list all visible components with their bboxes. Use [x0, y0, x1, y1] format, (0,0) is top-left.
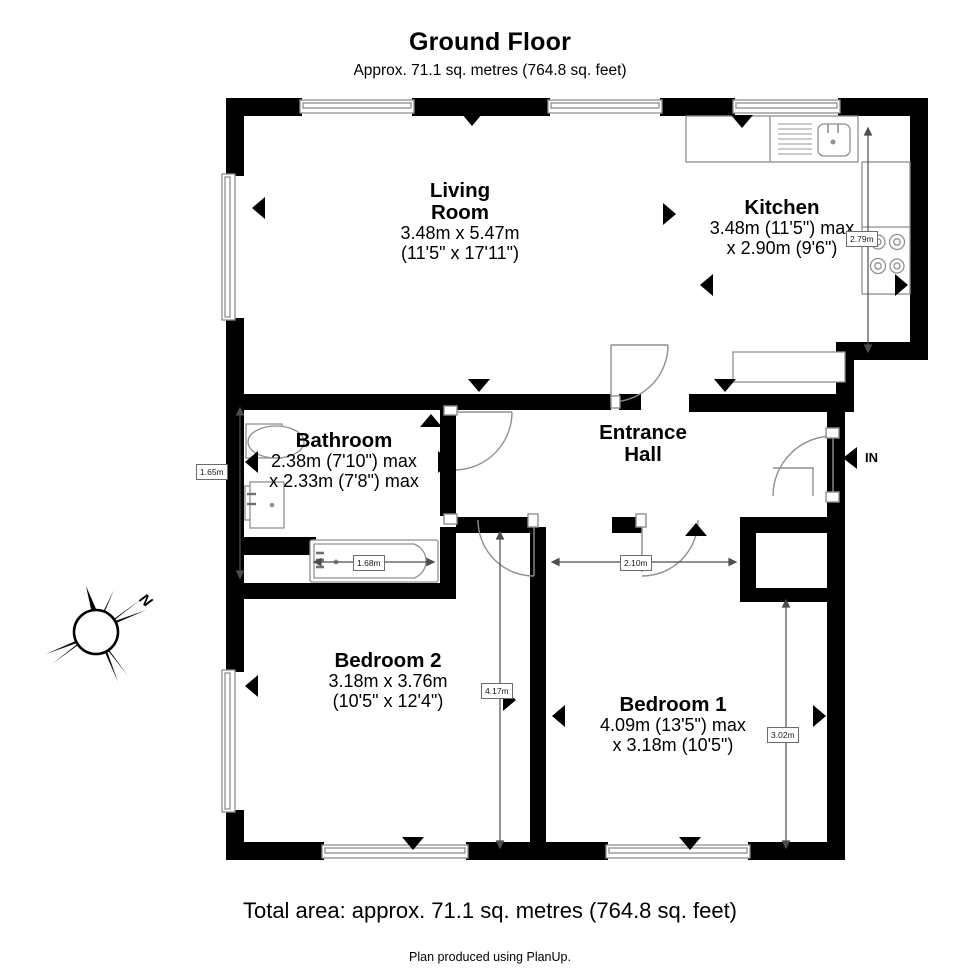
doors	[443, 344, 840, 577]
room-dimensions-metric: 3.18m x 3.76m	[328, 671, 448, 692]
room-name: Kitchen	[744, 196, 820, 219]
interior-walls	[233, 394, 836, 847]
room-label-kitchen: Kitchen 3.48m (11'5") max x 2.90m (9'6")	[672, 196, 892, 258]
total-area-text: Total area: approx. 71.1 sq. metres (764…	[242, 898, 738, 923]
room-name-line2: Room	[430, 201, 490, 225]
plan-credit-text: Plan produced using PlanUp.	[409, 950, 571, 964]
kitchen-sink-icon	[817, 123, 851, 157]
dimension-tag-bedroom1-depth: 3.02m	[767, 727, 799, 743]
room-dimensions-metric: 4.09m (13'5") max	[600, 715, 746, 736]
entrance-in-label: IN	[865, 450, 878, 465]
windows	[221, 99, 841, 859]
room-dimensions-imperial: x 2.33m (7'8") max	[269, 470, 419, 491]
room-name: Entrance	[599, 421, 687, 444]
kitchen-fittings	[685, 115, 911, 383]
dimension-tag-bathroom-left: 1.65m	[196, 464, 228, 480]
room-label-bedroom-1: Bedroom 1 4.09m (13'5") max x 3.18m (10'…	[563, 693, 783, 755]
dimension-tag-kitchen-depth: 2.79m	[846, 231, 878, 247]
page-subtitle: Approx. 71.1 sq. metres (764.8 sq. feet)	[353, 62, 627, 79]
room-dimensions-imperial: x 3.18m (10'5")	[612, 734, 734, 755]
floor-fill	[233, 103, 925, 860]
toilet-icon	[244, 481, 285, 529]
room-dimensions-metric: 2.38m (7'10") max	[271, 451, 417, 472]
room-name: Bedroom 1	[619, 693, 727, 716]
room-label-living-room: Living Room 3.48m x 5.47m (11'5" x 17'11…	[335, 179, 585, 263]
dimension-tag-bedroom2-length: 4.17m	[481, 683, 513, 699]
room-dimensions-metric: 3.48m x 5.47m	[400, 223, 520, 244]
room-dimensions-metric: 3.48m (11'5") max	[709, 218, 855, 239]
room-name: Bedroom 2	[334, 649, 442, 672]
dimension-tag-bath-length: 1.68m	[353, 555, 385, 571]
room-label-entrance-hall: Entrance Hall	[553, 421, 733, 467]
exterior-walls	[226, 98, 928, 860]
room-dimensions-imperial: (11'5" x 17'11")	[400, 242, 520, 263]
compass-rose	[46, 586, 146, 682]
room-name: Bathroom	[295, 429, 393, 452]
room-label-bathroom: Bathroom 2.38m (7'10") max x 2.33m (7'8"…	[234, 429, 454, 491]
room-label-bedroom-2: Bedroom 2 3.18m x 3.76m (10'5" x 12'4")	[283, 649, 493, 711]
dimension-tag-hall-width: 2.10m	[620, 555, 652, 571]
room-dimensions-imperial: (10'5" x 12'4")	[332, 690, 444, 711]
sink-drainer	[778, 123, 812, 155]
room-name: Living	[429, 179, 491, 202]
wash-basin-icon	[245, 423, 305, 459]
bathroom-fittings	[244, 423, 439, 583]
room-dimensions-imperial: x 2.90m (9'6")	[726, 237, 838, 258]
page-title: Ground Floor	[408, 28, 572, 56]
room-name-line2: Hall	[624, 443, 662, 467]
